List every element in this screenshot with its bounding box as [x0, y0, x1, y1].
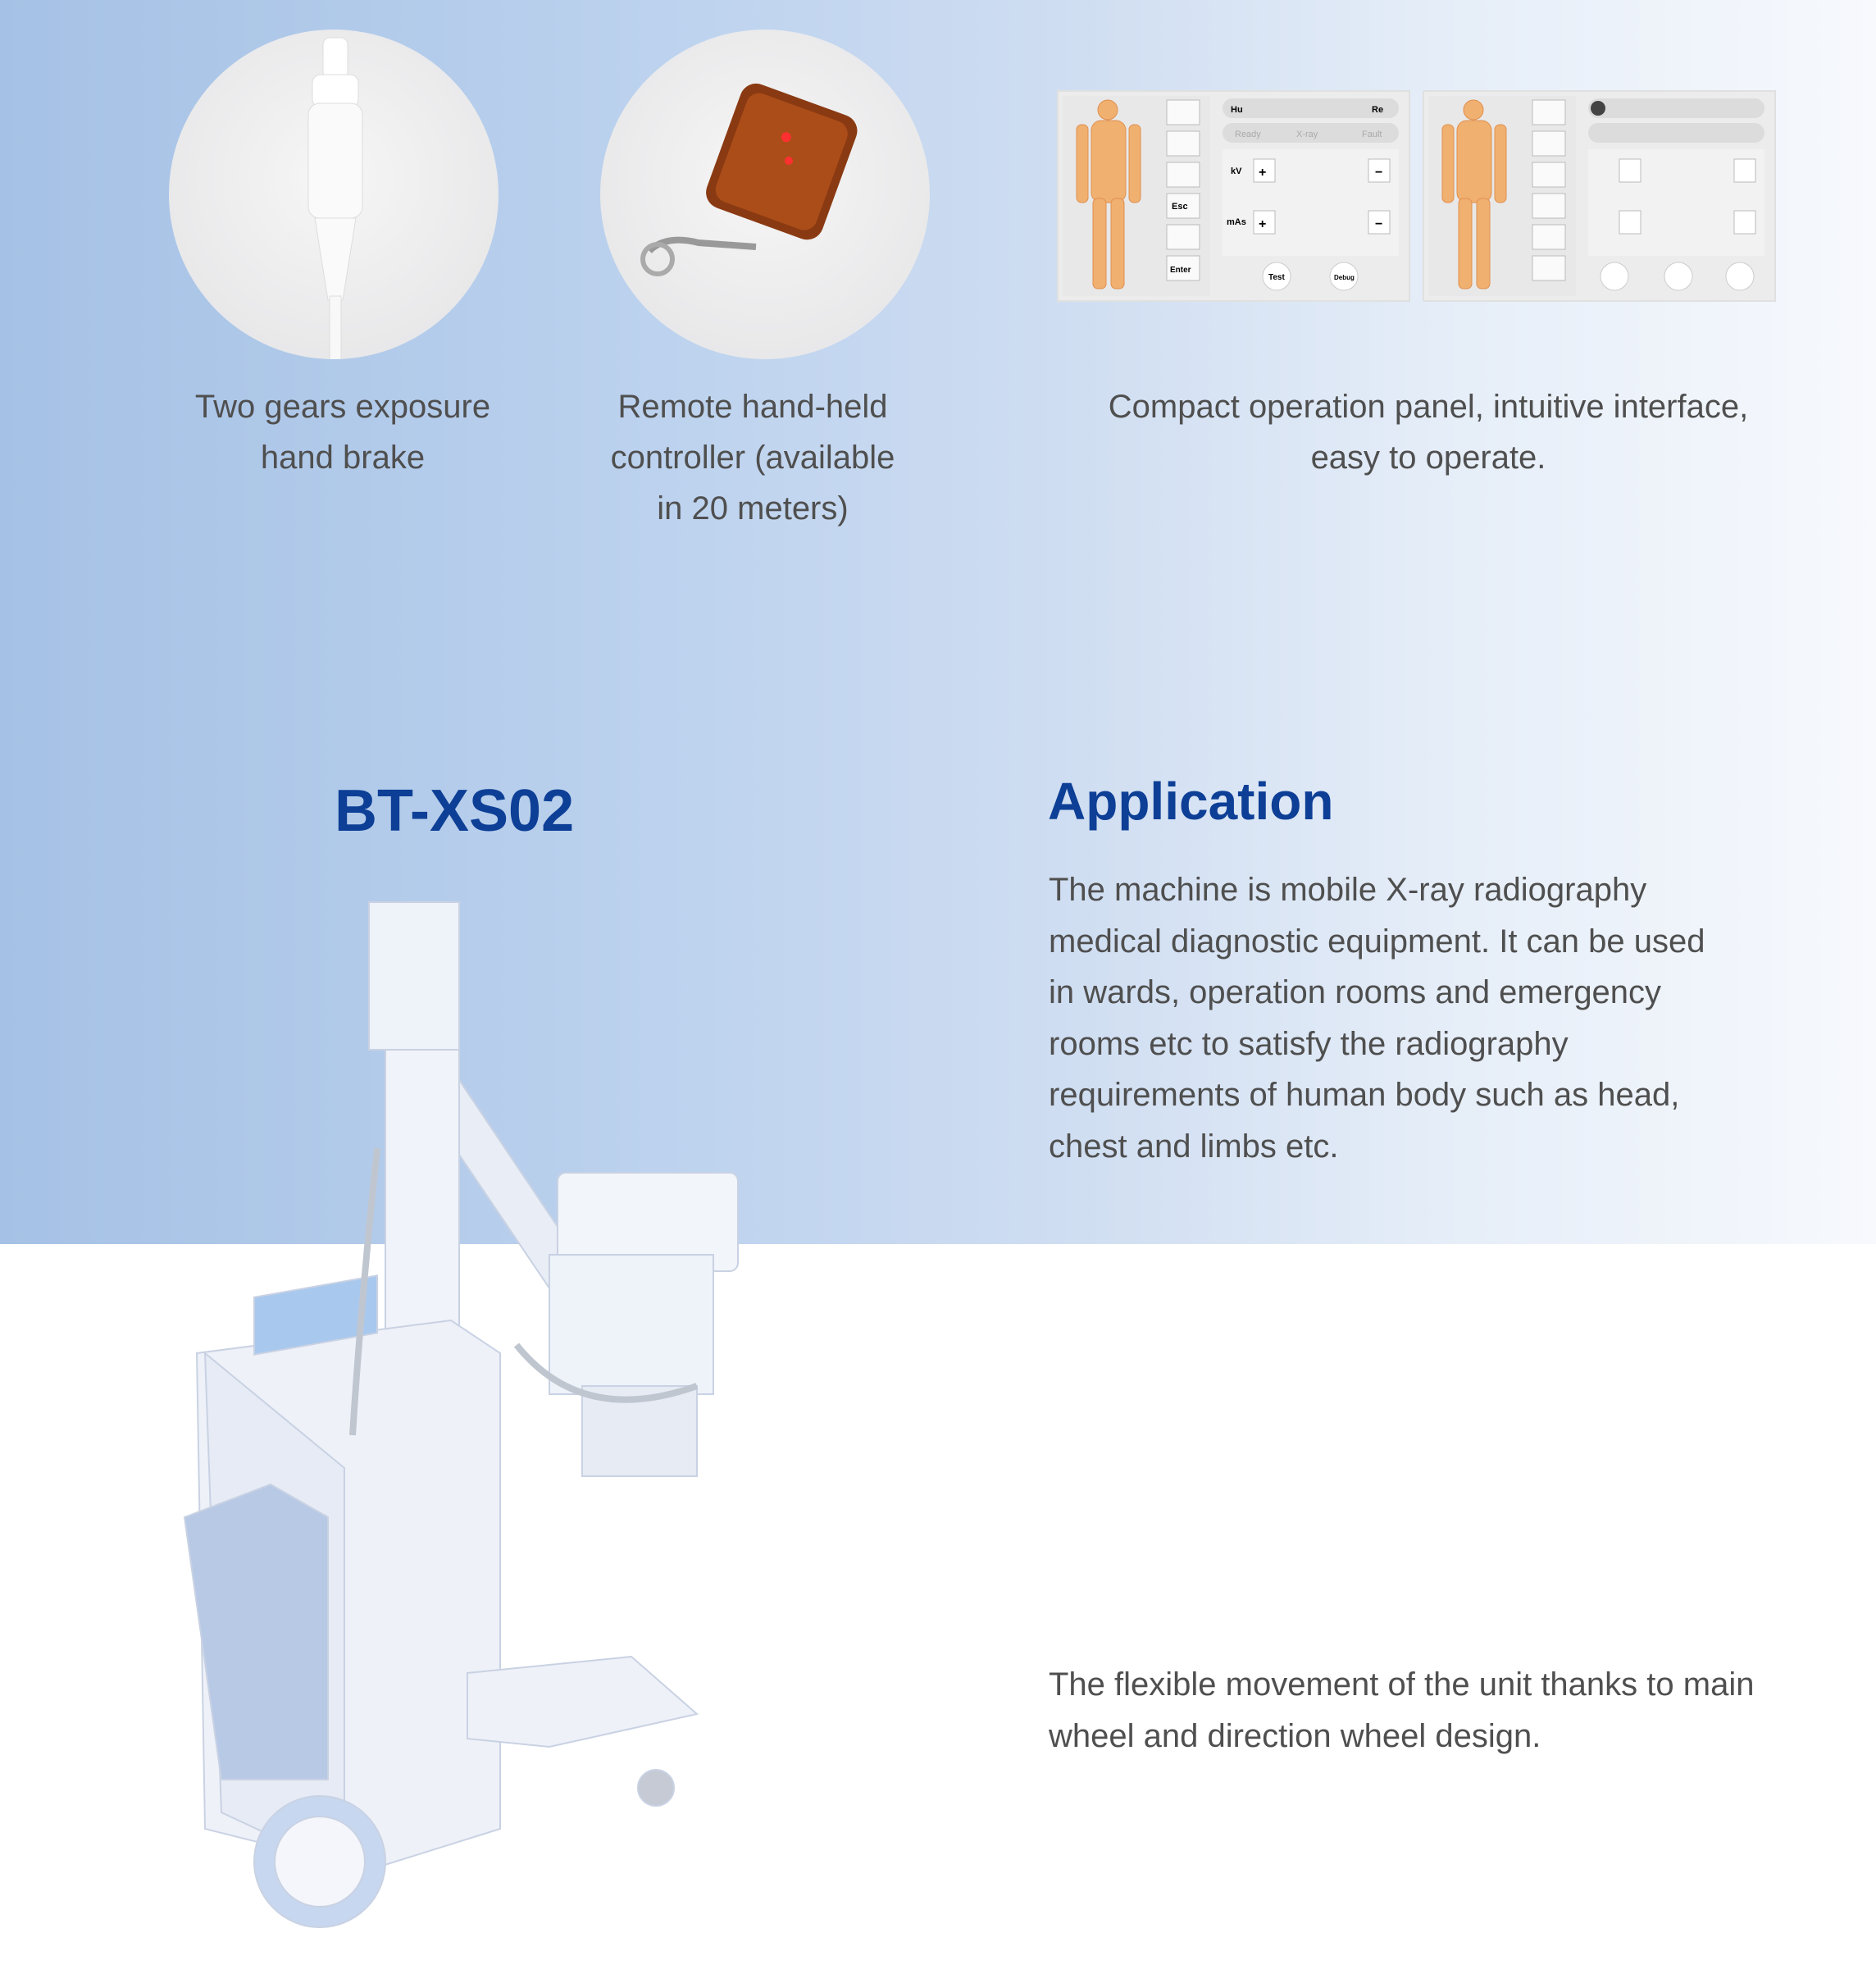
- movement-description: The flexible movement of the unit thanks…: [1049, 1659, 1852, 1762]
- paragraph-line: chest and limbs etc.: [1049, 1128, 1339, 1165]
- operation-panel-image-alt: [1423, 90, 1776, 302]
- operation-panel-caption: Compact operation panel, intuitive inter…: [1059, 381, 1797, 483]
- svg-text:−: −: [1375, 217, 1382, 231]
- hand-brake-image: [169, 30, 499, 359]
- paragraph-line: rooms etc to satisfy the radiography: [1049, 1025, 1569, 1062]
- svg-text:Fault: Fault: [1362, 130, 1382, 139]
- svg-text:Ready: Ready: [1235, 130, 1261, 139]
- svg-text:kV: kV: [1231, 166, 1242, 176]
- svg-text:Debug: Debug: [1334, 274, 1355, 281]
- svg-text:Enter: Enter: [1170, 266, 1191, 275]
- caption-line: Compact operation panel, intuitive inter…: [1108, 389, 1749, 425]
- svg-text:−: −: [1375, 166, 1382, 180]
- caption-line: Two gears exposure: [194, 389, 491, 425]
- svg-text:+: +: [1259, 166, 1266, 180]
- remote-controller-caption: Remote hand-held controller (available i…: [548, 381, 958, 534]
- paragraph-line: requirements of human body such as head,: [1049, 1077, 1680, 1113]
- esc-label: Esc: [1172, 202, 1188, 212]
- paragraph-line: wheel and direction wheel design.: [1049, 1717, 1541, 1754]
- caption-line: in 20 meters): [657, 490, 849, 527]
- caption-line: Remote hand-held: [617, 389, 888, 425]
- application-heading: Application: [1048, 772, 1334, 831]
- svg-text:Hu: Hu: [1231, 105, 1243, 115]
- paragraph-line: medical diagnostic equipment. It can be …: [1049, 923, 1705, 960]
- paragraph-line: The machine is mobile X-ray radiography: [1049, 872, 1647, 908]
- remote-controller-image: [600, 30, 930, 359]
- svg-text:mAs: mAs: [1227, 217, 1246, 227]
- caption-line: hand brake: [260, 440, 426, 476]
- paragraph-line: in wards, operation rooms and emergency: [1049, 974, 1662, 1010]
- application-description: The machine is mobile X-ray radiography …: [1049, 864, 1852, 1172]
- svg-text:Test: Test: [1268, 273, 1285, 282]
- mobile-xray-machine-image: [183, 901, 739, 1928]
- hand-brake-caption: Two gears exposure hand brake: [138, 381, 548, 483]
- svg-text:X-ray: X-ray: [1296, 130, 1318, 139]
- paragraph-line: The flexible movement of the unit thanks…: [1049, 1666, 1755, 1703]
- svg-text:Re: Re: [1372, 105, 1383, 115]
- model-title: BT-XS02: [335, 778, 575, 844]
- caption-line: easy to operate.: [1310, 440, 1546, 476]
- caption-line: controller (available: [610, 440, 895, 476]
- svg-text:+: +: [1259, 217, 1266, 231]
